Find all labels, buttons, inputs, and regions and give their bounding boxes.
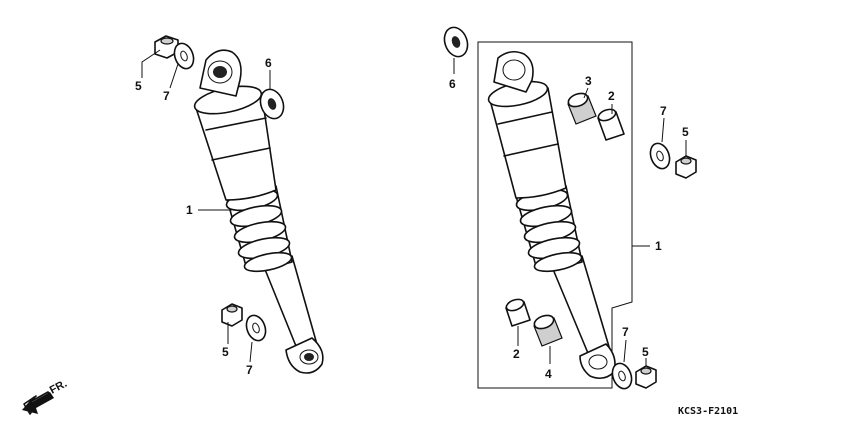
right-bottom-nut (635, 365, 657, 389)
callout-right-bush-top: 3 (585, 74, 592, 88)
right-top-spacer (443, 26, 469, 58)
front-arrow-label: FR. (48, 378, 69, 397)
callout-left-shock: 1 (186, 203, 193, 217)
callout-right-nut-top: 5 (682, 125, 689, 139)
callout-right-bush-bottom: 4 (545, 367, 552, 381)
callout-right-shock: 1 (655, 239, 662, 253)
callout-right-washer-top: 7 (660, 104, 667, 118)
left-top-spacer (259, 88, 285, 120)
right-top-washer (649, 142, 671, 170)
callout-right-washer-bottom: 7 (622, 325, 629, 339)
left-bottom-nut (221, 303, 243, 327)
right-bottom-collar (505, 298, 531, 327)
callout-right-collar-bottom: 2 (513, 347, 520, 361)
front-direction-arrow: FR. (22, 378, 69, 415)
right-bottom-rubber-bush (533, 314, 563, 347)
left-top-washer (173, 42, 195, 70)
right-bottom-washer (611, 362, 633, 390)
callout-right-collar-top: 2 (608, 89, 615, 103)
left-top-nut (154, 35, 179, 59)
figure-code: KCS3-F2101 (678, 406, 738, 417)
callout-left-spacer-top: 6 (265, 56, 272, 70)
right-shock-absorber (487, 50, 616, 380)
callout-left-nut-top: 5 (135, 79, 142, 93)
assembly-group-outline (477, 41, 633, 389)
callout-left-washer-top: 7 (163, 89, 170, 103)
callout-left-washer-bottom: 7 (246, 363, 253, 377)
left-shock-absorber (193, 49, 324, 374)
callout-right-nut-bottom: 5 (642, 345, 649, 359)
right-spring (515, 185, 583, 273)
callout-right-spacer-top: 6 (449, 77, 456, 91)
left-bottom-washer (245, 314, 267, 342)
right-top-collar (597, 108, 625, 141)
right-top-rubber-bush (567, 92, 597, 125)
callout-left-nut-bottom: 5 (222, 345, 229, 359)
right-top-nut (675, 155, 697, 179)
